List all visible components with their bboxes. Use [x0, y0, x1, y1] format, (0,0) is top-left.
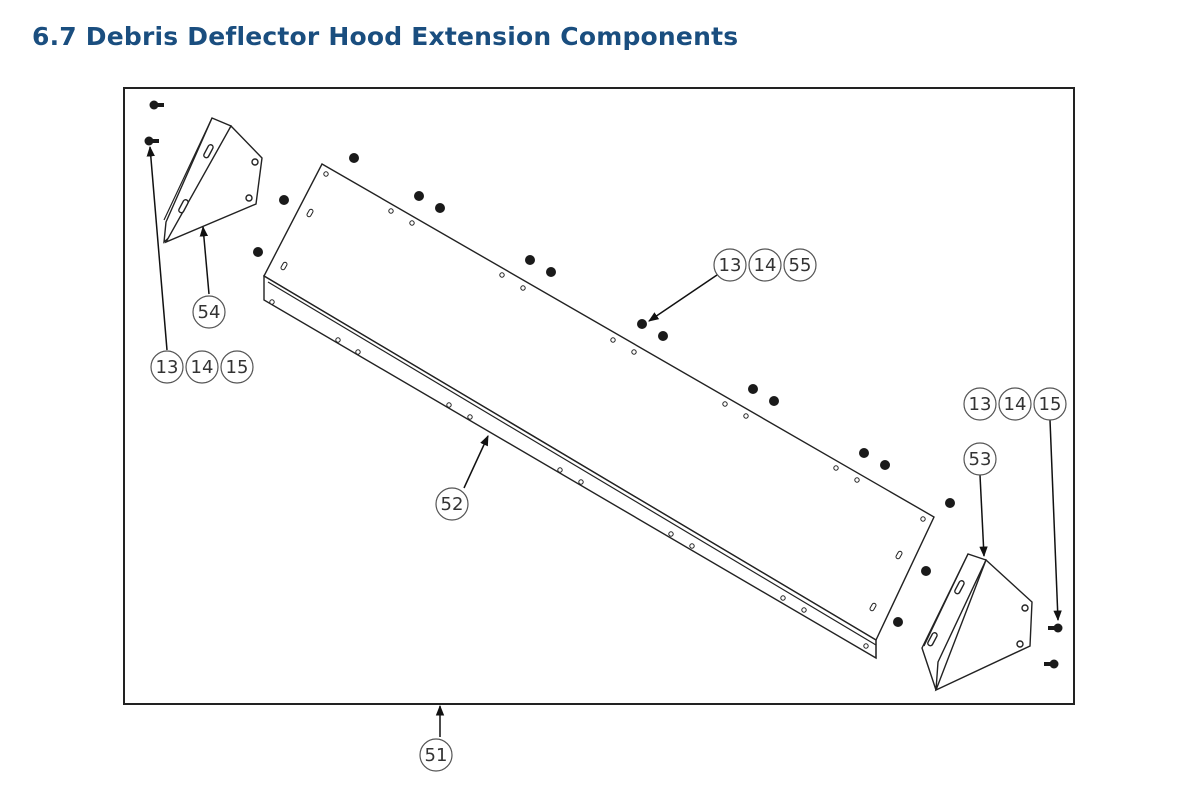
- svg-text:14: 14: [191, 357, 214, 378]
- left-bracket-part-54: [163, 117, 263, 244]
- deflector-panel-part-52: [263, 163, 935, 660]
- leader-52: [463, 435, 489, 489]
- callout-53: 53: [963, 442, 997, 476]
- callout-group-right: 13 14 15: [963, 387, 1067, 421]
- svg-text:13: 13: [969, 394, 992, 415]
- svg-text:13: 13: [719, 255, 742, 276]
- svg-text:54: 54: [198, 302, 221, 323]
- svg-text:52: 52: [441, 494, 464, 515]
- callout-52: 52: [435, 487, 469, 521]
- leader-53: [979, 474, 988, 558]
- svg-text:14: 14: [1004, 394, 1027, 415]
- svg-text:53: 53: [969, 449, 992, 470]
- svg-text:55: 55: [789, 255, 812, 276]
- svg-text:13: 13: [156, 357, 179, 378]
- svg-text:15: 15: [226, 357, 249, 378]
- page-title: 6.7 Debris Deflector Hood Extension Comp…: [32, 22, 739, 51]
- leader-right-group: [1049, 419, 1062, 622]
- fastener-hardware: [253, 153, 955, 627]
- leader-54: [199, 225, 210, 295]
- leader-left-group: [146, 145, 168, 351]
- callout-group-top: 13 14 55: [713, 248, 817, 282]
- leader-top-group: [648, 274, 718, 322]
- bolt-hardware: [144, 100, 1063, 669]
- frame-part-51: [123, 87, 1075, 705]
- svg-text:15: 15: [1039, 394, 1062, 415]
- callout-group-left: 13 14 15: [150, 350, 254, 384]
- svg-text:14: 14: [754, 255, 777, 276]
- right-bracket-part-53: [921, 553, 1033, 692]
- callout-54: 54: [192, 295, 226, 329]
- callout-51: 51: [419, 738, 453, 772]
- svg-text:51: 51: [425, 745, 448, 766]
